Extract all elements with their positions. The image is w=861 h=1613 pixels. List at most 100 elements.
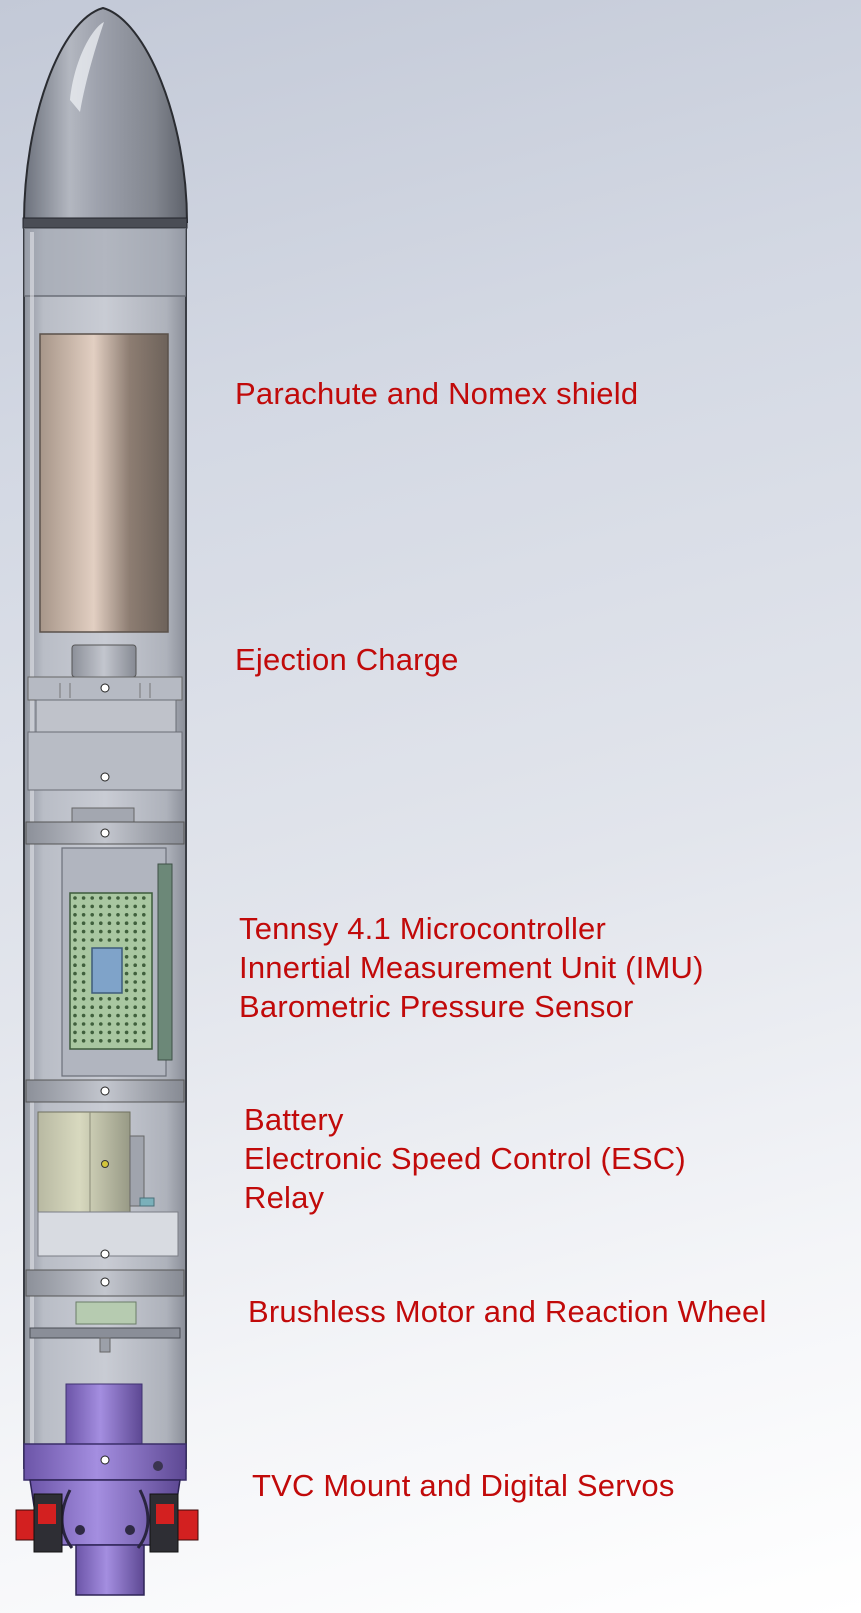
pcb-pin	[99, 1031, 103, 1035]
pcb-pin	[73, 938, 77, 942]
pcb-pin	[82, 972, 86, 976]
pcb-pin	[82, 980, 86, 984]
pcb-pin	[133, 955, 137, 959]
label-line: Parachute and Nomex shield	[235, 374, 638, 413]
nose-cone	[23, 8, 187, 228]
pcb-pin	[73, 896, 77, 900]
pcb-pin	[142, 905, 146, 909]
pcb-pin	[73, 980, 77, 984]
pcb-pin	[73, 989, 77, 993]
pcb-pin	[125, 1014, 129, 1018]
pcb-pin	[90, 1039, 94, 1043]
label-line: Ejection Charge	[235, 640, 459, 679]
pcb-pin	[142, 1005, 146, 1009]
pcb-pin	[133, 1014, 137, 1018]
pcb-pin	[133, 921, 137, 925]
label-parachute: Parachute and Nomex shield	[235, 374, 638, 413]
pcb-pin	[108, 913, 112, 917]
label-line: Innertial Measurement Unit (IMU)	[239, 948, 704, 987]
pcb-pin	[99, 930, 103, 934]
pcb-pin	[99, 921, 103, 925]
pcb-pin	[142, 955, 146, 959]
pcb-pin	[116, 913, 120, 917]
pcb-pin	[116, 930, 120, 934]
pcb-pin	[125, 955, 129, 959]
pcb-pin	[125, 1031, 129, 1035]
pcb-pin	[116, 1014, 120, 1018]
parachute-pack	[40, 334, 168, 632]
pcb-pin	[142, 1039, 146, 1043]
label-line: Brushless Motor and Reaction Wheel	[248, 1292, 767, 1331]
pcb-pin	[142, 921, 146, 925]
pcb-pin	[90, 913, 94, 917]
pcb-pin	[116, 1031, 120, 1035]
label-power: Battery Electronic Speed Control (ESC) R…	[244, 1100, 686, 1217]
pcb-pin	[116, 997, 120, 1001]
pcb-pin	[90, 896, 94, 900]
pcb-pin	[82, 955, 86, 959]
pcb-pin	[133, 930, 137, 934]
pcb-pin	[125, 1039, 129, 1043]
pcb-pin	[108, 1031, 112, 1035]
pcb-pin	[133, 1022, 137, 1026]
pcb-pin	[73, 955, 77, 959]
label-avionics: Tennsy 4.1 Microcontroller Innertial Mea…	[239, 909, 704, 1026]
pcb-pin	[82, 921, 86, 925]
label-line: Electronic Speed Control (ESC)	[244, 1139, 686, 1178]
pcb-pin	[108, 997, 112, 1001]
pcb-pin	[73, 1039, 77, 1043]
pcb-pin	[125, 905, 129, 909]
pcb-pin	[116, 905, 120, 909]
pcb-pin	[82, 930, 86, 934]
pcb-pin	[82, 1031, 86, 1035]
pcb-pin	[125, 963, 129, 967]
pcb-pin	[133, 947, 137, 951]
label-line: Barometric Pressure Sensor	[239, 987, 704, 1026]
pcb-pin	[125, 1005, 129, 1009]
pcb-pin	[116, 1039, 120, 1043]
pcb-pin	[125, 896, 129, 900]
label-line: Tennsy 4.1 Microcontroller	[239, 909, 704, 948]
pcb-pin	[90, 1005, 94, 1009]
pcb-pin	[116, 1005, 120, 1009]
pcb-pin	[108, 930, 112, 934]
pcb-pin	[82, 938, 86, 942]
pcb-pin	[125, 947, 129, 951]
pcb-pin	[133, 989, 137, 993]
pcb-pin	[73, 1031, 77, 1035]
pcb-pin	[82, 905, 86, 909]
pcb-pin	[142, 972, 146, 976]
pcb-pin	[116, 1022, 120, 1026]
pcb-pin	[73, 930, 77, 934]
pcb-pin	[133, 972, 137, 976]
pcb-pin	[90, 930, 94, 934]
pcb-pin	[125, 1022, 129, 1026]
label-tvc: TVC Mount and Digital Servos	[252, 1466, 675, 1505]
pcb-pin	[108, 1005, 112, 1009]
pcb-pin	[133, 913, 137, 917]
pcb-pin	[125, 921, 129, 925]
pcb-pin	[108, 938, 112, 942]
pcb-pin	[90, 921, 94, 925]
pcb-pin	[133, 1039, 137, 1043]
pcb-pin	[125, 930, 129, 934]
pcb-pin	[90, 997, 94, 1001]
pcb-pin	[108, 896, 112, 900]
pcb-pin	[142, 947, 146, 951]
pcb-pin	[82, 1022, 86, 1026]
pcb-pin	[90, 1014, 94, 1018]
pcb-pin	[99, 1022, 103, 1026]
pcb-pin	[142, 1031, 146, 1035]
pcb-pin	[108, 1014, 112, 1018]
label-ejection-charge: Ejection Charge	[235, 640, 459, 679]
pcb-pin	[125, 980, 129, 984]
pcb-pin	[73, 972, 77, 976]
pcb-pin	[116, 921, 120, 925]
pcb-pin	[142, 913, 146, 917]
pcb-pin	[99, 938, 103, 942]
pcb-pin	[125, 938, 129, 942]
pcb-pin	[90, 905, 94, 909]
pcb-pin	[82, 989, 86, 993]
pcb-pin	[82, 997, 86, 1001]
